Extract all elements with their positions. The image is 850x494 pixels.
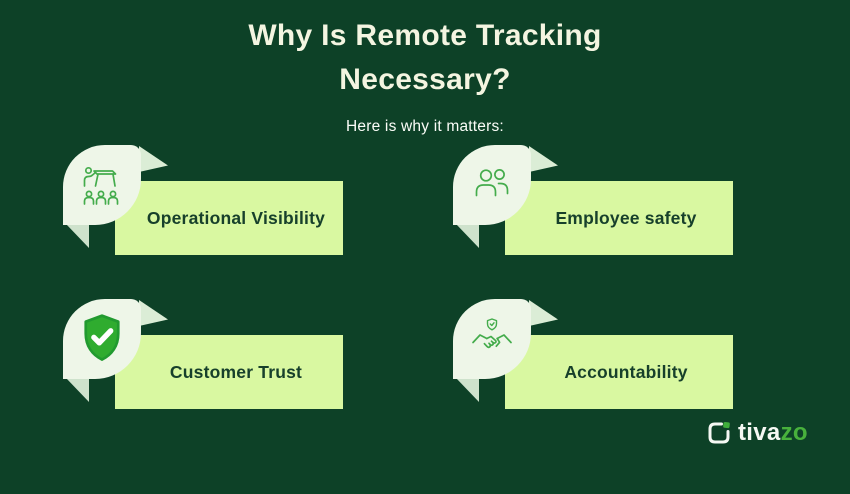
- card-label: Operational Visibility: [146, 207, 326, 228]
- page-title: Why Is Remote Tracking Necessary?: [0, 14, 850, 102]
- icon-badge: [453, 145, 563, 255]
- badge-tail: [456, 224, 479, 248]
- tivazo-logo-text: tivazo: [738, 419, 808, 447]
- badge-blob: [453, 299, 531, 379]
- logo-text-primary: tiva: [738, 419, 781, 446]
- icon-badge: [63, 145, 173, 255]
- badge-fold-corner: [529, 146, 558, 172]
- card-label: Employee safety: [555, 207, 697, 228]
- badge-blob: [453, 145, 531, 225]
- presentation-audience-icon: [83, 166, 119, 205]
- tivazo-logo-icon: [708, 422, 730, 444]
- badge-tail: [66, 378, 89, 402]
- shield-check-icon: [84, 314, 120, 361]
- badge-tail: [456, 378, 479, 402]
- card-label: Accountability: [564, 361, 688, 382]
- page-title-line2: Necessary?: [339, 63, 511, 96]
- page-subtitle: Here is why it matters:: [346, 118, 504, 135]
- badge-tail: [66, 224, 89, 248]
- card-operational-visibility: Operational Visibility: [63, 145, 363, 257]
- card-label-bar: Employee safety: [505, 181, 733, 255]
- badge-blob: [63, 145, 141, 225]
- card-label-bar: Accountability: [505, 335, 733, 409]
- card-customer-trust: Customer Trust: [63, 299, 363, 411]
- tivazo-logo: tivazo: [707, 419, 808, 447]
- icon-badge: [63, 299, 173, 409]
- card-employee-safety: Employee safety: [453, 145, 753, 257]
- badge-fold-corner: [139, 300, 168, 326]
- card-label: Customer Trust: [169, 361, 303, 382]
- badge-blob: [63, 299, 141, 379]
- card-label-bar: Customer Trust: [115, 335, 343, 409]
- badge-fold-corner: [139, 146, 168, 172]
- handshake-shield-icon: [472, 318, 512, 349]
- two-people-icon: [475, 169, 509, 197]
- logo-text-accent: zo: [780, 419, 808, 446]
- card-accountability: Accountability: [453, 299, 753, 411]
- card-label-bar: Operational Visibility: [115, 181, 343, 255]
- badge-fold-corner: [529, 300, 558, 326]
- icon-badge: [453, 299, 563, 409]
- page-title-line1: Why Is Remote Tracking: [248, 19, 602, 52]
